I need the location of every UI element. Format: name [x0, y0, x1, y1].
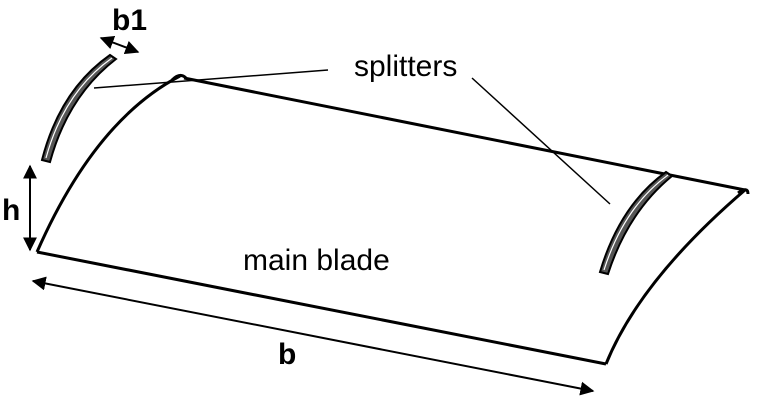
blade-left-edge	[35, 74, 181, 253]
b1-dimension-arrow	[99, 35, 140, 55]
blade-right-edge	[604, 188, 746, 365]
blade-right-tip	[737, 188, 750, 195]
h-label: h	[2, 194, 21, 227]
blade-top-edge	[183, 76, 746, 192]
b-dimension-arrow	[31, 276, 595, 396]
right-splitter	[598, 170, 674, 276]
main-blade-label: main blade	[243, 244, 390, 277]
b1-label: b1	[112, 4, 148, 37]
splitters-leader-right	[471, 77, 611, 205]
splitters-label: splitters	[354, 50, 458, 83]
splitters-leader-left	[93, 69, 329, 89]
b-label: b	[278, 338, 297, 371]
left-splitter	[40, 53, 118, 164]
main-blade-shape	[35, 73, 750, 366]
